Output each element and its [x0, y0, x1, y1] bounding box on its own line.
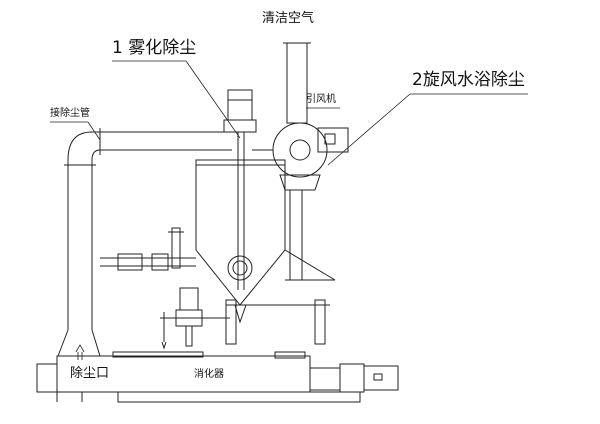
atomization-tank: [195, 89, 336, 345]
leader-lines: [50, 60, 528, 166]
clean-air-label: 清洁空气: [262, 11, 315, 26]
atomization-dust-removal-label: 1 雾化除尘: [112, 38, 197, 58]
dust-outlet-label: 除尘口: [70, 366, 110, 381]
feed-line: [100, 227, 196, 271]
dust-pipe-connection-label: 接除尘管: [50, 108, 90, 119]
induced-draft-fan-label: 引风机: [306, 94, 336, 105]
pump: [160, 287, 230, 350]
induced-draft-fan: [252, 122, 349, 280]
digester-label: 消化器: [194, 369, 224, 380]
digester: [36, 351, 399, 403]
chimney: [283, 42, 311, 124]
cyclone-water-bath-label: 2旋风水浴除尘: [412, 70, 525, 90]
dust-pipe: [57, 128, 232, 360]
